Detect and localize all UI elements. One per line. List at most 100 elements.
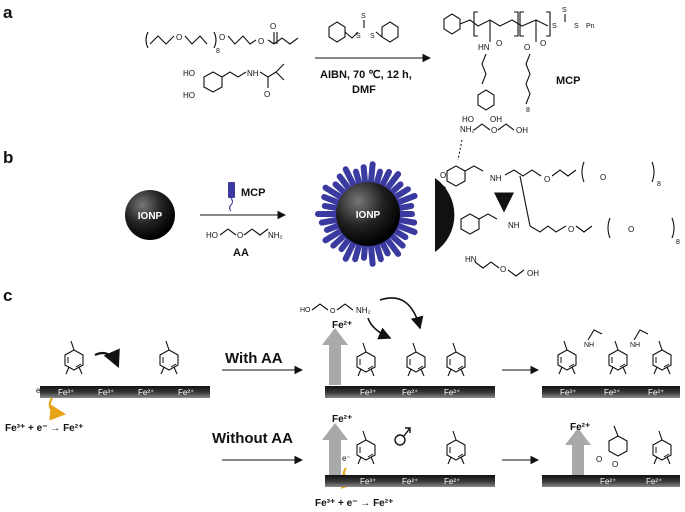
catechol-o-label-1: O [440,215,446,224]
mcp-spike [390,186,411,202]
peg-repeat-count: 8 [216,48,220,55]
ester-oxygen-label: O [219,33,225,42]
mcp-spike [352,168,363,189]
aa-h2n-label-b: NH₂ [460,125,475,134]
surface-bar-with-right [542,386,680,398]
mcp-spike [392,192,418,207]
mcp-spike [378,237,391,257]
dma-o-label: O [264,90,270,99]
fe2-release-with: Fe²⁺ [332,320,352,331]
without-aa-label: Without AA [212,430,293,447]
mcp-spike [323,221,344,233]
raft-s-label-3: S [370,33,375,40]
reaction-equation-left: Fe³⁺ + e⁻ → Fe²⁺ [5,423,83,434]
electron-label-left: e⁻ [36,386,45,395]
aa-nh2-label: NH₂ [268,231,283,240]
raft-agent: S S S [328,13,399,43]
without-aa-right-group: Fe²⁺ O O [542,422,680,487]
raft-s-label-2: S [361,13,366,20]
amide-nh-label-1: NH [490,174,502,183]
mcp-spike [387,181,404,197]
surface-bar-left [40,386,210,398]
surface-bound-structure: O O NH NH₂ O OH O O 8 O O NH HN O OH O O… [440,123,680,278]
aa-ho-label: HO [206,231,218,240]
aminoalcohol-structure: HO O NH₂ [206,228,283,240]
surface-bar-without-right [542,475,680,487]
fe-ion-label: Fe²⁺ [402,388,418,397]
surface-bar-with-mid [325,386,495,398]
ionp-bare: IONP [125,190,175,240]
dma-ho-label-1: HO [183,69,195,78]
mcp-spike [367,161,376,188]
left-surface-group: e⁻ Fe³⁺ + e⁻ → Fe²⁺ [5,340,210,434]
fe-ion-label: Fe²⁺ [604,388,620,397]
aa-oh-label-b: OH [516,126,528,135]
nh-label-2: NH [630,342,640,349]
without-aa-middle-group: Fe²⁺ e⁻ Fe³⁺ + e⁻ → Fe²⁺ [315,414,495,509]
mcp-spike [360,240,369,261]
aa-o-label-c: O [330,308,336,315]
mcp-spike [383,171,402,194]
side-o-label-3: O [568,225,574,234]
mcp-spike [392,221,418,236]
mcp-chain-icon [228,182,235,212]
electron-label-mid: e⁻ [342,454,351,463]
ionp-label-left: IONP [138,211,163,222]
mcp-pn-label: Pn [586,23,595,30]
released-quinone: O O [596,425,628,469]
with-aa-label: With AA [225,350,283,367]
mcp-spike [321,202,342,212]
quinone-o-label-c1: O [596,455,602,464]
mcp-spike [352,239,363,263]
mcp-s-label-3: S [574,23,579,30]
mcp-spike [322,226,346,244]
mcp-s-label-1: S [552,23,557,30]
fe-release-arrow-with [329,345,341,385]
male-symbol-icon [394,427,411,446]
side-o-label-2: O [600,173,606,182]
ionp-label-coated: IONP [356,210,381,221]
mcp-spike [318,216,342,226]
aa-o-label-b: O [491,126,497,135]
mcp-spike [332,181,349,197]
condition-line-1: AIBN, 70 ℃, 12 h, [320,69,412,81]
fe2-release-without: Fe²⁺ [332,414,352,425]
mcp-spike [394,216,418,226]
amine-hn-label: HN [465,255,477,264]
panel-label-c: c [3,286,12,305]
mcp-spike [342,237,358,262]
mcp-ester-o2: O [540,39,546,48]
mcp-polymer-structure: S S S Pn HN O HO OH O O 8 MCP [443,7,595,124]
dma-nh-label: NH [247,69,259,78]
mcp-hn-label: HN [478,43,490,52]
mcp-reagent-label: MCP [241,187,265,199]
with-aa-middle-group: HO O NH₂ Fe²⁺ [300,297,495,398]
side-o-label-1: O [544,175,550,184]
aminoalcohol-structure-c: HO O NH₂ [300,303,371,315]
tail-o-label: O [500,265,506,274]
mcp-spike [383,234,402,257]
fe-ion-label: Fe³⁺ [58,388,74,397]
ionp-surface-section [435,178,455,252]
raft-s-label-1: S [356,33,361,40]
fe-ion-label: Fe²⁺ [444,388,460,397]
aa-ho-label-c: HO [300,307,311,314]
fe-ion-label: Fe³⁺ [360,477,376,486]
reaction-equation-mid: Fe³⁺ + e⁻ → Fe²⁺ [315,498,393,509]
mcp-spike-corona [315,161,418,267]
mcp-spike [336,173,353,194]
fe-ion-label: Fe³⁺ [560,388,576,397]
fe-ion-label: Fe³⁺ [360,388,376,397]
side-rep-label-2: 8 [676,239,680,246]
mcp-oh-label-2: OH [490,115,502,124]
fe-release-arrow-without [329,440,341,480]
panel-label-a: a [3,3,13,22]
mcp-ho-label-1: HO [462,115,474,124]
fe-ion-label: Fe²⁺ [600,477,616,486]
peg-oxygen-label: O [176,33,182,42]
mcp-s-label-2: S [562,7,567,14]
quinone-o-label-2: O [440,185,446,194]
amide-nh-label-2: NH [508,221,520,230]
side-o-label-4: O [628,225,634,234]
